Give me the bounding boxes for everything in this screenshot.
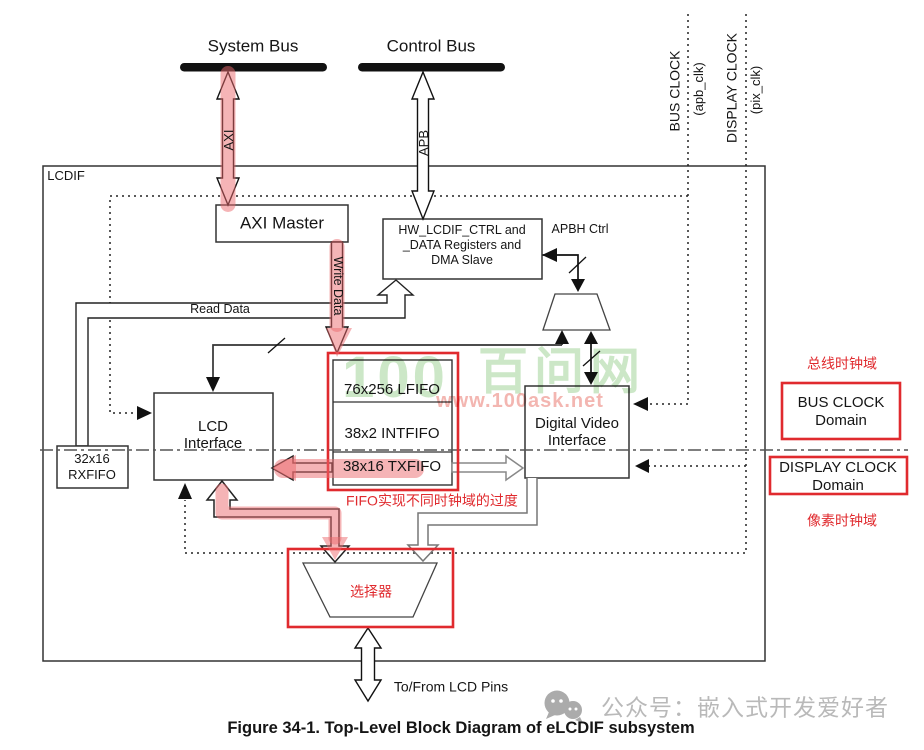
axi-master-box [215, 204, 349, 243]
arrow-into-hw-box [542, 248, 557, 262]
rxfifo-box [56, 445, 129, 489]
lcd-interface-box [153, 392, 274, 481]
apbh-ctrl-lines [542, 254, 579, 287]
lcdif-box [42, 165, 766, 662]
dvi-to-mux-bus [406, 478, 538, 563]
apb-arrow [410, 70, 436, 221]
lcd-interface-line2: Interface [183, 434, 243, 452]
lcdif-label: LCDIF [47, 167, 85, 183]
clock-route-arrowheads [137, 397, 649, 499]
txfifo-lcd-highlight [274, 459, 424, 478]
display-clock-label: DISPLAY CLOCK [723, 33, 740, 143]
pixel-domain-cn-label: 像素时钟域 [807, 512, 877, 529]
mux-path-highlight-tip [322, 537, 348, 560]
write-data-highlight-tip [326, 328, 352, 357]
system-bus-label: System Bus [207, 36, 299, 56]
dvi-label-line2: Interface [547, 431, 607, 449]
watermark-cn: 百问网 [478, 343, 646, 400]
arrow-down-into-dvi [584, 372, 598, 385]
write-data-label: Write Data [330, 256, 345, 316]
apb-label: APB [415, 129, 431, 157]
bus-width-tick [568, 256, 587, 274]
control-bus-label: Control Bus [386, 36, 476, 56]
arrow-into-lcd-top [206, 377, 220, 392]
hw-box-line1: HW_LCDIF_CTRL and [398, 223, 526, 238]
watermark-url: www.100ask.net [436, 390, 604, 412]
write-data-highlight [329, 239, 345, 332]
fifo-note-label: FIFO实现不同时钟域的过度 [346, 492, 518, 509]
arrow-up-into-mux [584, 331, 598, 344]
apb-clk-dotted-route [109, 14, 689, 414]
digital-video-interface-box [524, 385, 630, 479]
arrow-into-upper-mux [571, 279, 585, 292]
bus-width-tick [267, 337, 286, 354]
axi-label: AXI [220, 129, 236, 151]
pink-highlights [215, 66, 424, 560]
hw-box-line2: _DATA Registers and [402, 238, 522, 253]
bus-domain-cn-label: 总线时钟域 [807, 355, 877, 372]
control-bus-bar [358, 63, 505, 72]
lcd-pins-arrow [353, 626, 383, 703]
upper-mux-trapezoid [542, 293, 611, 331]
lfifo-label: 76x256 LFIFO [344, 380, 440, 398]
red-annotations [286, 351, 909, 629]
display-domain-line1: DISPLAY CLOCK [779, 458, 897, 476]
lower-mux-trapezoid [301, 562, 439, 618]
txfifo-lcd-highlight-tip [272, 455, 296, 481]
display-domain-red-rect [768, 455, 909, 496]
lcd-pins-label: To/From LCD Pins [393, 678, 509, 695]
footer-social-label: 公众号：嵌入式开发爱好者 [601, 694, 889, 721]
wechat-icon [544, 690, 583, 723]
axi-highlight [220, 66, 236, 212]
bus-clock-label: BUS CLOCK [666, 50, 683, 132]
bus-domain-red-rect [780, 381, 902, 441]
system-bus-bar [180, 63, 327, 72]
axi-master-label: AXI Master [239, 213, 325, 233]
txfifo-label: 38x16 TXFIFO [342, 457, 442, 475]
mux-red-rect [286, 547, 455, 629]
dvi-label-line1: Digital Video [535, 414, 619, 432]
apb-clk-label: (apb_clk) [690, 62, 706, 116]
watermark-100: 100 [342, 345, 448, 411]
pix-clk-dotted-route [184, 14, 747, 554]
mux-path-highlight [215, 483, 342, 545]
bus-domain-line1: BUS CLOCK [797, 393, 885, 411]
display-domain-line2: Domain [812, 476, 864, 494]
rxfifo-label-line1: 32x16 [74, 450, 110, 466]
txfifo-to-dvi-arrow [451, 454, 525, 482]
mux-label: 选择器 [350, 583, 392, 600]
intfifo-label: 38x2 INTFIFO [344, 424, 440, 442]
rxfifo-label-line2: RXFIFO [68, 466, 116, 482]
arrow-into-upper-mux-bottom [555, 330, 569, 344]
bus-domain-line2: Domain [815, 411, 867, 429]
bus-width-tick [582, 350, 601, 367]
lcd-interface-line1: LCD [197, 417, 229, 435]
read-data-label: Read Data [190, 302, 250, 317]
figure-caption: Figure 34-1. Top-Level Block Diagram of … [227, 718, 695, 737]
fifo-red-rect [326, 351, 460, 492]
hw-registers-box [382, 218, 543, 280]
apbh-ctrl-label: APBH Ctrl [551, 222, 609, 237]
pix-clk-label: (pix_clk) [747, 65, 763, 115]
hw-box-line3: DMA Slave [431, 253, 493, 268]
